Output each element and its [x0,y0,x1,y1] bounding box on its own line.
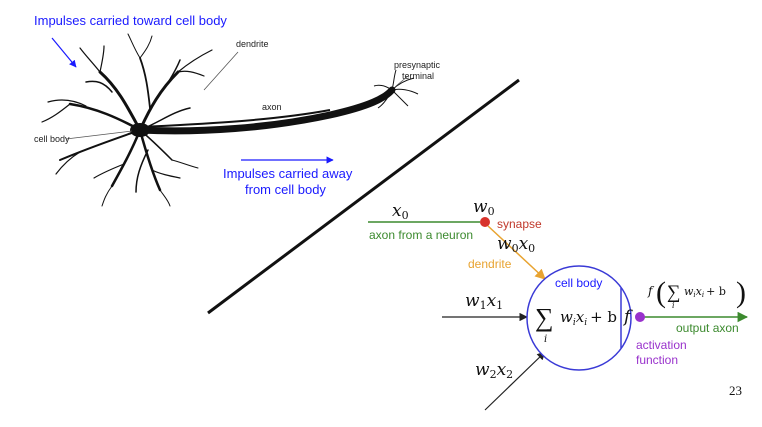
neuron-illustration: Impulses carried toward cell body [34,13,441,207]
axon-label: axon [262,102,282,112]
impulses-away-line1: Impulses carried away [223,166,353,181]
impulses-toward-arrow [51,37,77,68]
dendrites-shape [41,33,213,207]
output-formula: f ( ∑ i wixi+ b ) [647,276,746,310]
sum-expression: wixi+ b [560,308,617,328]
synapse-dot [480,217,490,227]
w2x2-label: w2x2 [475,360,513,381]
presynaptic-pointer [395,75,409,87]
page-number: 23 [729,383,742,398]
w1x1-label: w1x1 [465,291,503,312]
cell-body-pointer [65,130,133,140]
neuron-model: x0 axon from a neuron w0 synapse w0x0 de… [368,197,749,411]
dendrite-line [487,225,546,280]
cell-body-label: cell body [34,134,70,144]
dendrite-pointer [203,51,239,91]
sum-index: i [544,334,547,345]
presynaptic-label-line1: presynaptic [394,60,441,70]
w0x0-label: w0x0 [497,234,535,255]
dendrite-model-label: dendrite [468,257,512,271]
axon-from-neuron-label: axon from a neuron [369,228,473,242]
synapse-label: synapse [497,217,542,231]
cell-body-circle [526,265,632,371]
output-close-paren: ) [736,276,746,309]
x0-label: x0 [392,201,409,222]
axon-edge [139,109,331,128]
dendrite-label: dendrite [236,39,269,49]
output-open-paren: ( [656,276,666,309]
output-sum-index: i [672,301,675,310]
impulses-toward-label: Impulses carried toward cell body [34,13,227,28]
presynaptic-terminal-shape [373,69,419,109]
cell-body-model-label: cell body [555,276,602,290]
output-axon-label: output axon [676,321,739,335]
output-sum-symbol: ∑ [667,282,681,303]
f-symbol: f [622,307,633,327]
activation-dot [635,312,645,322]
axon-shape [136,86,396,135]
output-sum-expression: wixi+ b [684,285,726,299]
w2x2-arrow [484,351,546,411]
sum-symbol: ∑ [535,303,554,332]
w0-label: w0 [473,197,495,218]
presynaptic-label-line2: terminal [402,71,434,81]
activation-label-line2: function [636,353,678,367]
diagonal-divider [207,78,520,315]
activation-label-line1: activation [636,338,687,352]
output-f: f [647,284,655,298]
impulses-away-line2: from cell body [245,182,326,197]
